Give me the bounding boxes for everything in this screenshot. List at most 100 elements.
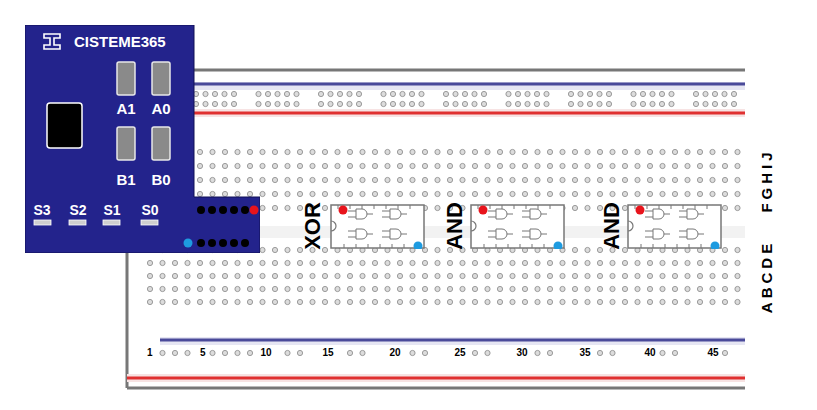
hole [197,299,202,304]
hole [672,299,677,304]
hole [597,350,602,355]
hole [497,273,502,278]
hole [381,91,386,96]
hole [525,91,530,96]
hole [435,247,440,252]
hole [410,273,415,278]
hole [235,163,240,168]
output-pad [69,220,86,225]
hole [510,299,515,304]
rail-band [190,82,745,90]
switch-label: A0 [152,101,171,116]
hole [585,205,590,210]
gate-wire [348,231,373,237]
hole [660,286,665,291]
hole [210,273,215,278]
hole [347,163,352,168]
hole [372,191,377,196]
output-label: S1 [104,203,121,217]
hole [347,273,352,278]
hole [460,191,465,196]
hole [685,163,690,168]
gnd-pin [711,242,720,250]
hole [285,191,290,196]
hole [222,101,227,106]
gate-wire [382,211,407,217]
hole [722,273,727,278]
gnd-pin [414,242,423,250]
hole [260,163,265,168]
hole [422,286,427,291]
gate-wire [488,211,513,217]
hole [631,101,636,106]
board-outline [25,25,260,253]
hole [318,91,323,96]
hole [460,149,465,154]
chip-drawing [627,204,722,249]
hole [275,101,280,106]
hole [260,247,265,252]
hole [585,273,590,278]
hole [697,149,702,154]
hole [360,163,365,168]
hole [272,191,277,196]
hole [572,191,577,196]
chip-label: XOR [302,202,324,250]
hole [260,299,265,304]
hole [284,91,289,96]
header-pin [197,206,205,214]
hole [722,191,727,196]
hole [385,177,390,182]
hole [485,350,490,355]
hole [610,260,615,265]
hole [310,149,315,154]
hole [147,286,152,291]
hole [522,286,527,291]
hole [622,286,627,291]
hole [485,286,490,291]
hole [297,350,302,355]
hole [419,101,424,106]
hole [660,177,665,182]
hole [260,149,265,154]
hole [460,286,465,291]
hole [356,91,361,96]
hole [622,260,627,265]
hole [510,286,515,291]
hole [572,177,577,182]
hole [735,247,740,252]
hole [547,260,552,265]
vcc-pin [339,206,348,215]
hole [560,163,565,168]
column-number: 35 [580,348,591,358]
hole [597,191,602,196]
hole [497,149,502,154]
hole [462,91,467,96]
hole [510,191,515,196]
hole [410,149,415,154]
hole [447,163,452,168]
hole [685,260,690,265]
hole [622,247,627,252]
hole [335,149,340,154]
gate-symbol [390,229,401,239]
hole [285,177,290,182]
gate-symbol [356,229,367,239]
hole [185,299,190,304]
hole [447,260,452,265]
gate-symbol [687,229,698,239]
hole [534,91,539,96]
gate-symbol [356,209,367,219]
hole [710,163,715,168]
hole [385,273,390,278]
header-pin [208,206,216,214]
hole [372,286,377,291]
hole [462,101,467,106]
hole [510,149,515,154]
hole [660,350,665,355]
board-shape [25,25,260,253]
hole [335,260,340,265]
hole [372,273,377,278]
hole [703,91,708,96]
hole [435,260,440,265]
